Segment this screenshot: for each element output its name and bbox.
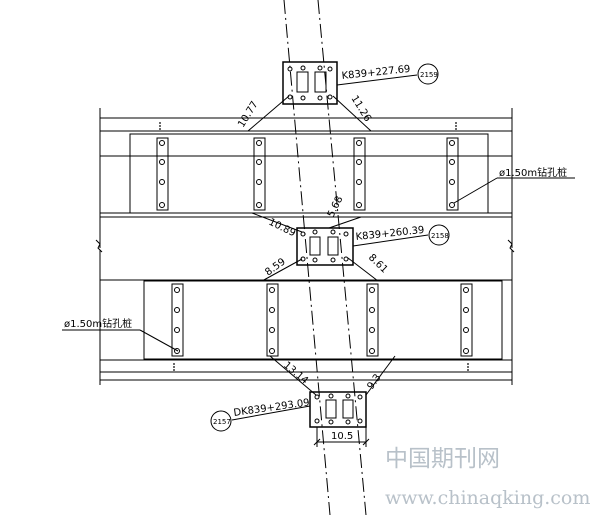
- upper-bent-2: [253, 137, 266, 211]
- lower-pile-label: ø1.50m钻孔桩: [64, 317, 132, 330]
- lower-bridge-deck: [143, 280, 503, 360]
- lower-bent-2: [266, 283, 279, 357]
- upper-roadway: [99, 108, 513, 248]
- top-pier-station: K839+227.69: [341, 64, 411, 82]
- dim-top-right: 11.26: [348, 94, 373, 124]
- bottom-pier: DK839+293.09 2157: [210, 391, 367, 432]
- dim-bottom-width: 10.5: [331, 431, 353, 442]
- upper-bridge-deck: [129, 133, 489, 214]
- top-pier-cap: [282, 61, 338, 105]
- bottom-pier-tag-circle: [210, 410, 232, 432]
- edge-markers: [159, 122, 469, 371]
- middle-pier-cap: [296, 227, 354, 266]
- bottom-pier-station: DK839+293.09: [233, 397, 311, 419]
- dim-mid-lower-left: 8.59: [263, 256, 287, 278]
- lower-roadway: [99, 250, 513, 385]
- watermark-site-name: 中国期刊网: [385, 446, 500, 472]
- pile-labels: ø1.50m钻孔桩 ø1.50m钻孔桩: [62, 166, 575, 352]
- break-symbols: [95, 239, 515, 253]
- lower-bent-1: [171, 283, 184, 357]
- bottom-pier-cap: [309, 391, 367, 428]
- middle-pier-tag: 2158: [431, 232, 449, 240]
- watermark: 中国期刊网 www.chinaqking.com: [385, 446, 590, 509]
- bottom-pier-tag: 2157: [213, 418, 231, 426]
- lower-bents: [171, 283, 473, 357]
- left-track-centerline: [283, 0, 331, 515]
- middle-pier: K839+260.39 2158: [296, 224, 450, 266]
- lower-bent-3: [366, 283, 379, 357]
- top-pier: K839+227.69 2159: [282, 61, 439, 105]
- right-track-centerline: [317, 0, 367, 515]
- upper-bent-4: [446, 137, 459, 211]
- upper-bent-1: [156, 137, 169, 211]
- upper-bent-3: [353, 137, 366, 211]
- dim-top-left: 10.77: [236, 99, 261, 129]
- upper-bents: [156, 137, 459, 211]
- top-pier-tag: 2159: [420, 71, 438, 79]
- dim-mid-upper-right: 5.68: [326, 194, 346, 219]
- middle-pier-tag-circle: [428, 224, 450, 246]
- lower-bent-4: [460, 283, 473, 357]
- watermark-url: www.chinaqking.com: [385, 487, 590, 509]
- dim-bottom-left: 13.14: [281, 360, 310, 387]
- upper-pile-label: ø1.50m钻孔桩: [499, 166, 567, 179]
- dim-mid-upper-left: 10.89: [267, 217, 298, 239]
- dim-mid-lower-right: 8.61: [366, 252, 390, 275]
- track-centerlines: [283, 0, 367, 515]
- top-pier-tag-circle: [417, 63, 439, 85]
